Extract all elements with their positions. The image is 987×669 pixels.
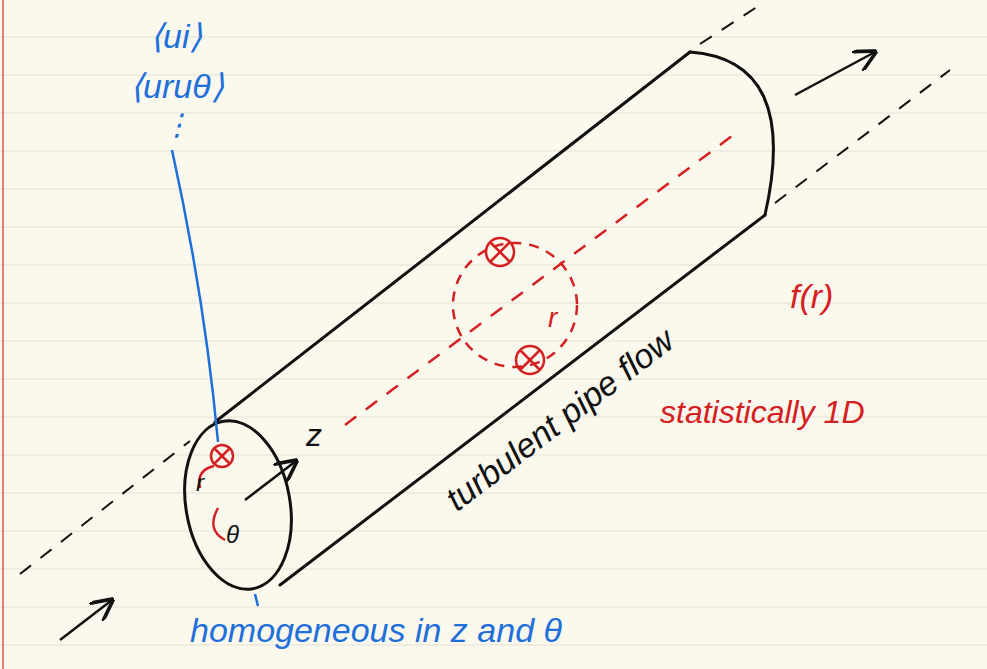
separation-label: r [548,303,557,334]
note: homogeneous in z and θ [190,612,562,649]
centerline [345,130,740,425]
average-label: ⟨ui⟩ [150,18,202,55]
ellipsis: ⋮ [162,108,192,141]
outflow-arrow [795,52,875,95]
inflow-arrow [60,600,112,640]
function-label: f(r) [790,278,833,315]
extension-lines [20,5,950,574]
coordinate-label: r [196,470,204,496]
leader-line [255,594,258,606]
axis-arrow [245,461,296,500]
note: statistically 1D [660,395,865,430]
pipe-outline [172,52,773,598]
axis-label: z [306,418,322,453]
margin-line [2,0,4,669]
stress-label: ⟨uruθ⟩ [130,68,224,105]
coordinate-label: θ [226,522,239,548]
probe-points [486,238,544,374]
probe-circle [453,243,577,367]
leader-line [172,150,218,442]
